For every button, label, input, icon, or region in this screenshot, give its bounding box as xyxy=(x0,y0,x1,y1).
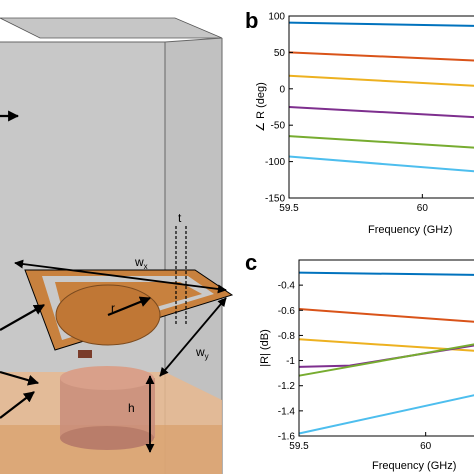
chart-b-xlabel: Frequency (GHz) xyxy=(368,224,452,236)
c-series-line-2 xyxy=(298,308,474,323)
chart-magnitude: -0.4 -0.6 -0.8 -1 -1.2 -1.4 -1.6 59.5 60 |R| (d… xyxy=(259,259,474,472)
b-series-line-5 xyxy=(288,135,474,149)
thickness-label: t xyxy=(178,211,182,225)
wy-arrow xyxy=(159,297,227,377)
chart-c-xlabel: Frequency (GHz) xyxy=(372,460,456,472)
c-ytick-label: -0.4 xyxy=(278,281,296,292)
cylinder-base xyxy=(60,426,154,450)
wx-arrow xyxy=(14,259,227,294)
wy-label: wy xyxy=(195,345,209,361)
c-ytick-label: -1 xyxy=(286,356,295,367)
b-series-line-3 xyxy=(288,74,474,87)
chart-b-frame xyxy=(288,15,474,199)
radius-label: r xyxy=(111,301,115,315)
panel-label-b: b xyxy=(245,8,258,33)
b-ytick-label: -100 xyxy=(265,157,285,168)
chart-c-ylabel: |R| (dB) xyxy=(259,329,271,367)
b-xtick-label: 59.5 xyxy=(279,203,299,214)
unit-cell-diagram: r wx wy t h xyxy=(0,17,234,474)
box-front-face xyxy=(0,42,165,474)
chart-c-frame xyxy=(298,259,474,437)
b-series-line-6 xyxy=(288,155,474,173)
b-xtick-label: 60 xyxy=(417,203,429,214)
c-ytick-label: -0.8 xyxy=(278,331,296,342)
radius-arrow xyxy=(107,296,152,317)
chart-b-ylabel: ∠ R (deg) xyxy=(255,82,267,132)
b-series-line-2 xyxy=(288,51,474,62)
c-series-line-5 xyxy=(298,343,474,377)
wx-label: wx xyxy=(134,255,148,271)
c-xtick-label: 59.5 xyxy=(289,441,309,452)
panel-label-c: c xyxy=(245,250,257,275)
b-ytick-label: -150 xyxy=(265,194,285,205)
c-series-line-6 xyxy=(298,394,474,435)
c-series-line-4 xyxy=(298,344,474,368)
b-ytick-label: 0 xyxy=(279,84,285,95)
c-series-line-1 xyxy=(298,271,474,276)
b-series-line-1 xyxy=(288,21,474,27)
b-ytick-label: 50 xyxy=(274,48,286,59)
c-xtick-label: 60 xyxy=(420,441,432,452)
c-series-line-3 xyxy=(298,338,474,352)
c-ytick-label: -1.2 xyxy=(278,381,296,392)
incident-arrow-3 xyxy=(0,370,40,386)
c-ytick-label: -1.6 xyxy=(278,432,296,443)
box-top-face xyxy=(0,17,223,39)
b-ytick-label: -50 xyxy=(271,121,286,132)
c-ytick-label: -0.6 xyxy=(278,306,296,317)
feed-tab xyxy=(78,350,92,358)
height-label: h xyxy=(128,401,135,415)
cylinder-top xyxy=(60,366,154,390)
b-ytick-label: 100 xyxy=(268,12,285,23)
b-series-line-4 xyxy=(288,106,474,119)
incident-arrow-2 xyxy=(0,304,45,331)
chart-phase: 100 50 0 -50 -100 -150 59.5 60 ∠ R (deg) Frequ… xyxy=(255,12,474,236)
incident-arrow-4 xyxy=(0,391,35,419)
c-ytick-label: -1.4 xyxy=(278,406,296,417)
